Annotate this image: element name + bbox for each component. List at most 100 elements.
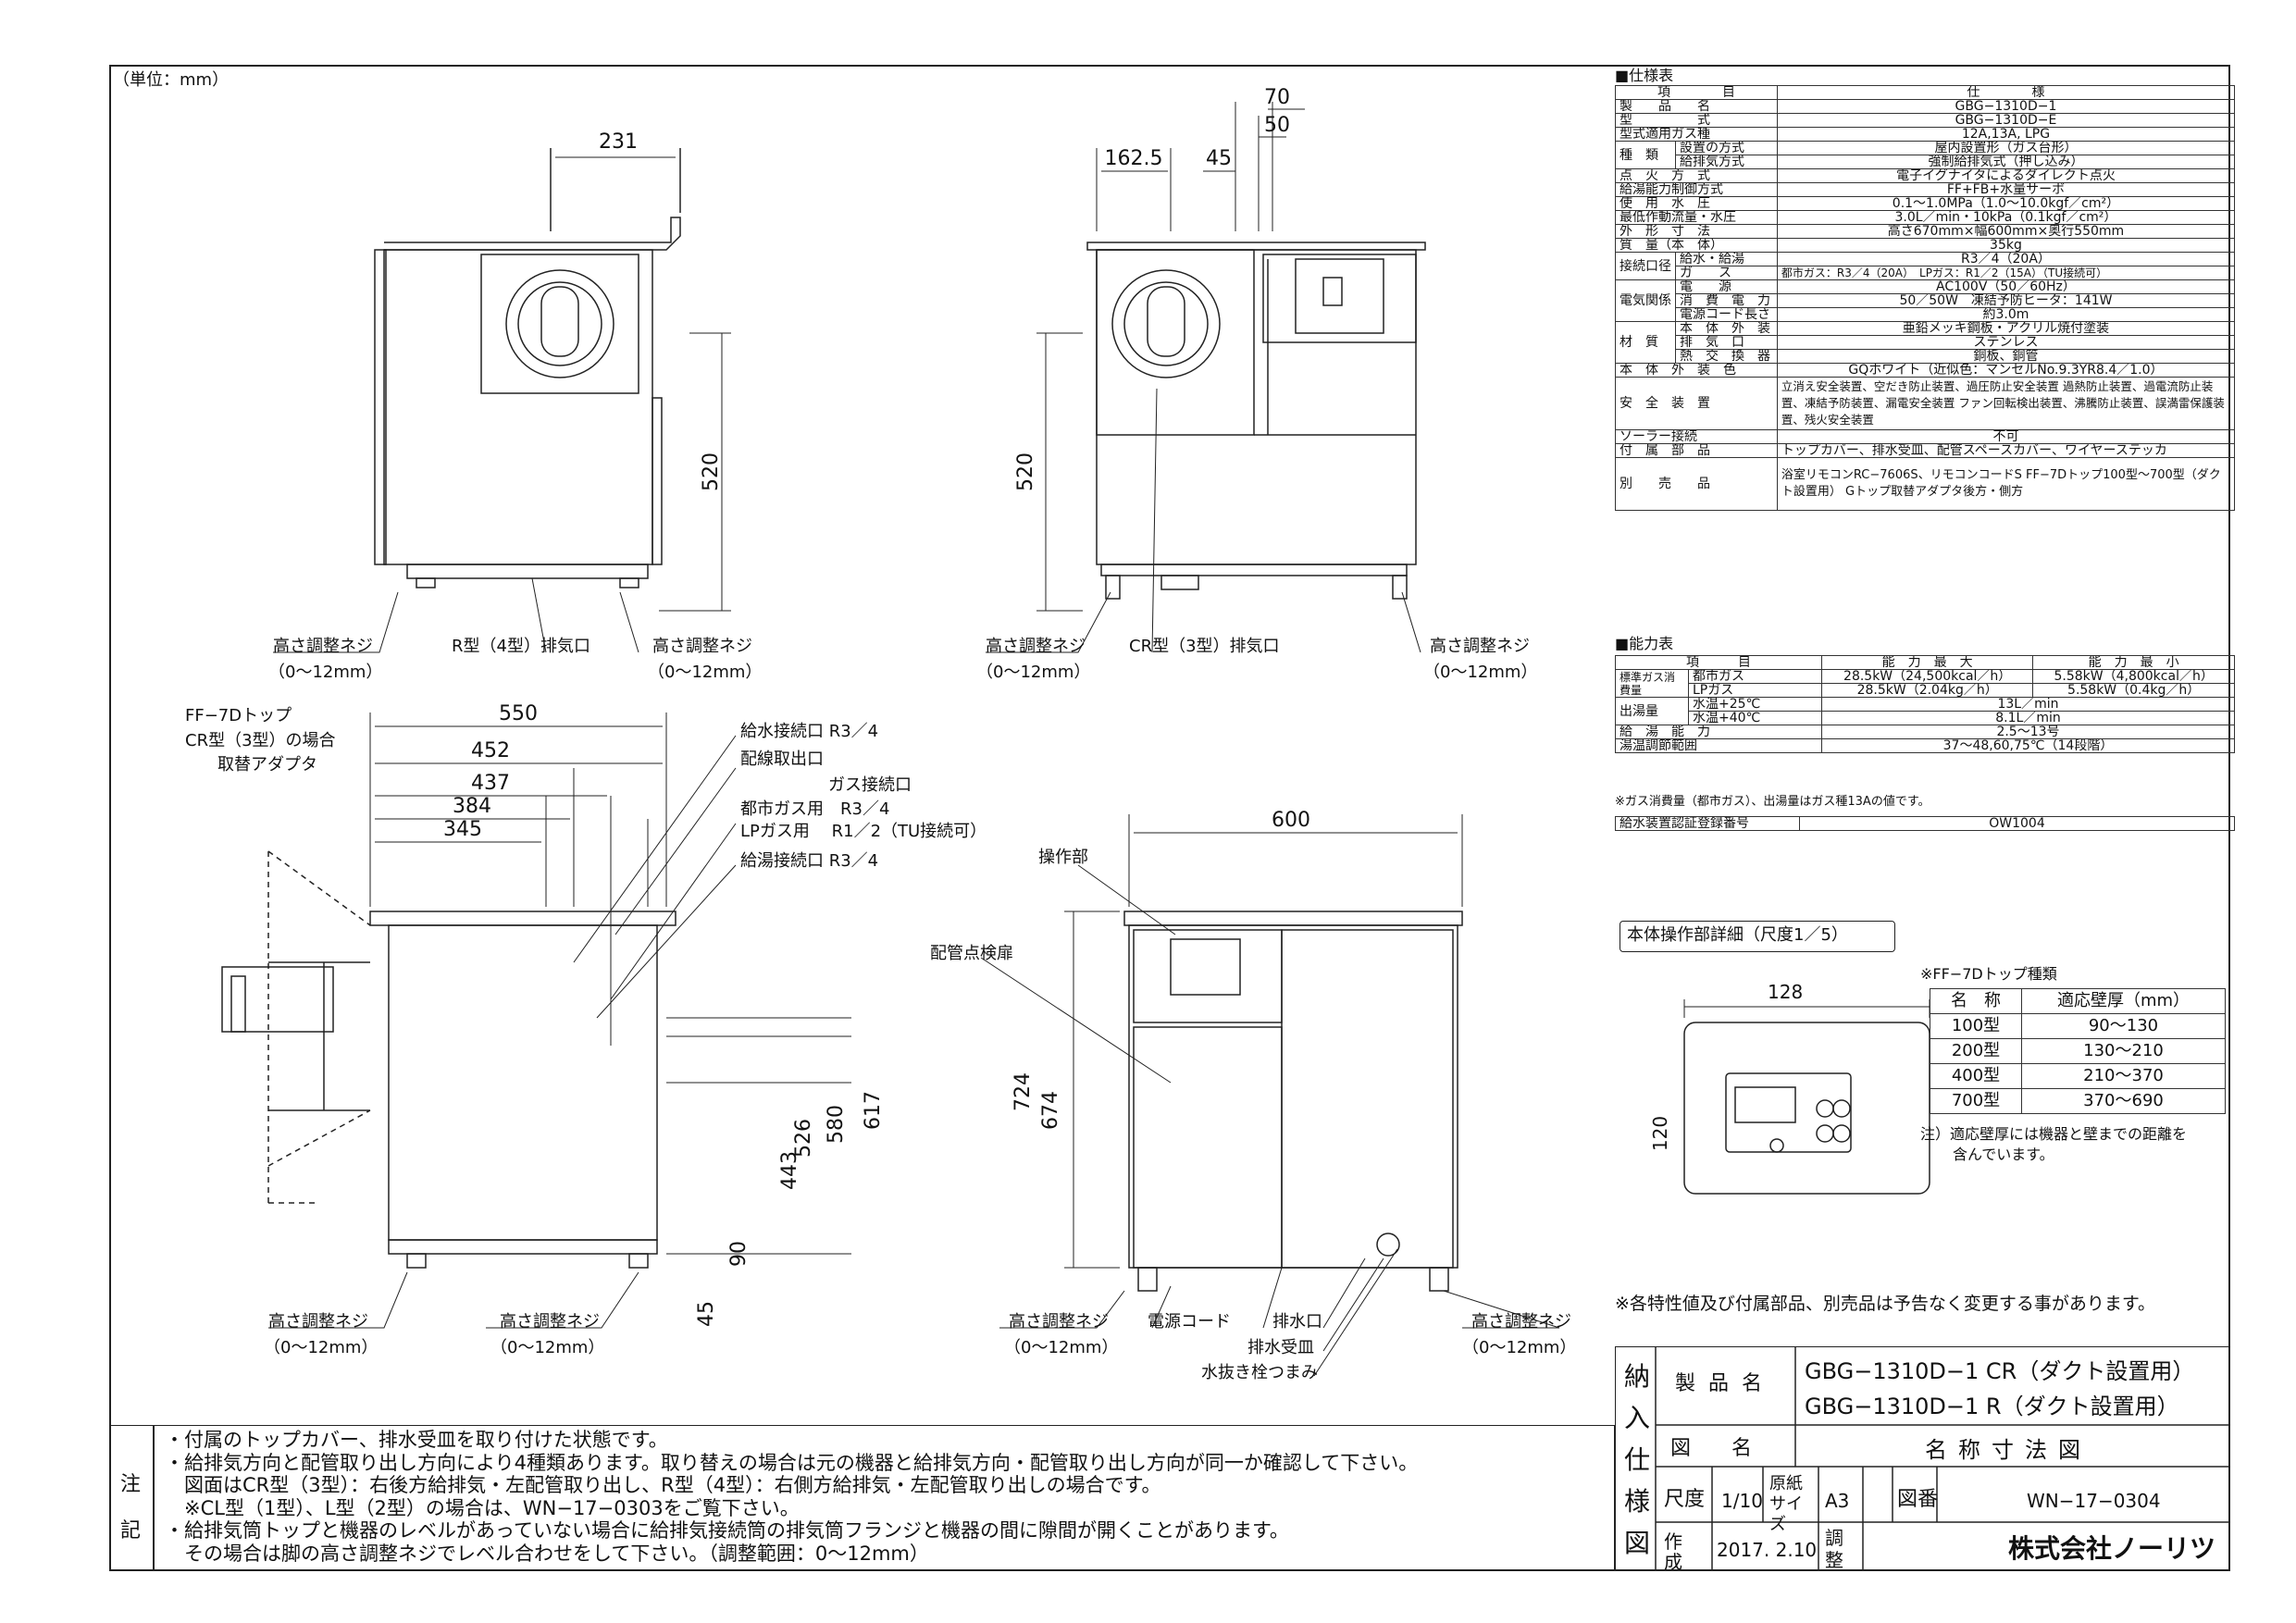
spec-heading: ■仕様表 [1615, 67, 1674, 84]
dim-90: 90 [727, 1241, 751, 1267]
dim-384: 384 [453, 795, 491, 818]
callout-drain-plug: 水抜き栓つまみ [1201, 1363, 1318, 1382]
front-view-cr [1036, 102, 1426, 612]
callout-ff-adapter: 取替アダプタ [217, 755, 317, 774]
table-row: 質 量（本 体）35kg [1615, 238, 2236, 253]
callout-adj-range-7: （0〜12mm） [1004, 1338, 1119, 1357]
callout-adj-screw-5: 高さ調整ネジ [268, 1312, 368, 1332]
table-row: 外 形 寸 法高さ670mm×幅600mm×奥行550mm [1615, 224, 2236, 239]
table-row: 給排気方式強制給排気式（押し込み） [1616, 155, 2236, 169]
spec-header-row: 項 目 仕 様 [1615, 85, 2236, 100]
callout-op-unit: 操作部 [1038, 848, 1088, 867]
note-line: ・給排気方向と配管取り出し方向により4種類あります。取り替えの場合は元の機器と給… [165, 1451, 1419, 1474]
spec-col-item: 項 目 [1615, 85, 1778, 100]
side-view-ducts [221, 712, 851, 1269]
notes-box [109, 1425, 1615, 1571]
dim-520-b: 520 [1014, 452, 1037, 491]
callout-adj-range-5: （0〜12mm） [264, 1338, 379, 1357]
dim-452: 452 [471, 739, 510, 762]
callout-gas-lp: LPガス用 R1／2（TU接続可） [740, 822, 987, 841]
ff-table-title: ※FF−7Dトップ種類 [1920, 965, 2057, 983]
front-view-lower [1064, 814, 1463, 1292]
ff-note-1: 注）適応壁厚には機器と壁までの距離を [1920, 1125, 2188, 1143]
dim-45-b: 45 [695, 1301, 718, 1327]
side-view-r [374, 148, 731, 612]
dim-526: 526 [792, 1119, 815, 1158]
dim-231: 231 [599, 130, 638, 154]
capacity-heading: ■能力表 [1615, 635, 1674, 652]
prod-name-2: GBG−1310D−1 R（ダクト設置用） [1805, 1394, 2179, 1419]
dim-437: 437 [471, 772, 510, 795]
callout-adj-range-3: （0〜12mm） [976, 663, 1091, 682]
fig-value: 名称寸法図 [1925, 1437, 2091, 1463]
panel-detail-title-box [1620, 921, 1895, 952]
adj-label: 調整 [1825, 1527, 1843, 1571]
unit-label: （単位：mm） [113, 70, 230, 90]
callout-adj-range-8: （0〜12mm） [1462, 1338, 1577, 1357]
table-row: 安 全 装 置立消え安全装置、空だき防止装置、過圧防止安全装置 過熱防止装置、過… [1615, 377, 2236, 430]
drawing-views: 231 520 162.5 45 70 50 520 550 452 437 3… [221, 86, 1560, 1377]
title-block-grid [1655, 1346, 2230, 1571]
callout-adj-screw-2: 高さ調整ネジ [652, 637, 752, 656]
dim-443: 443 [778, 1151, 801, 1190]
paper-label: 原紙サイズ [1769, 1474, 1803, 1534]
callout-gas: ガス接続口 [828, 775, 912, 795]
callout-ff-cr: CR型（3型）の場合 [185, 731, 336, 750]
notes-label: 注記 [120, 1473, 142, 1542]
callout-adj-screw-7: 高さ調整ネジ [1009, 1312, 1109, 1332]
fig-label: 図 名 [1670, 1437, 1753, 1460]
table-row: 熱 交 換 器銅板、銅管 [1616, 349, 2236, 364]
table-row: 別 売 品浴室リモコンRC−7606S、リモコンコードS FF−7Dトップ100… [1615, 457, 2236, 511]
note-line: ※CL型（1型）、L型（2型）の場合は、WN−17−0303をご覧下さい。 [165, 1496, 800, 1519]
table-row: 点 火 方 式電子イグナイタによるダイレクト点火 [1615, 168, 2236, 183]
num-label: 図番 [1897, 1488, 1939, 1511]
table-row: 付 属 部 品トップカバー、排水受皿、配管スペースカバー、ワイヤーステッカ [1615, 443, 2236, 458]
dim-674: 674 [1039, 1091, 1062, 1130]
dim-345: 345 [443, 818, 482, 841]
dim-50: 50 [1264, 114, 1290, 137]
callout-adj-range-4: （0〜12mm） [1423, 663, 1538, 682]
note-line: その場合は脚の高さ調整ネジでレベル合わせをして下さい。（調整範囲：0〜12mm） [165, 1542, 929, 1565]
callout-adj-screw-6: 高さ調整ネジ [500, 1312, 600, 1332]
spec-col-spec: 仕 様 [1776, 85, 2236, 100]
notes-lines: ・付属のトップカバー、排水受皿を取り付けた状態です。 ・給排気方向と配管取り出し… [165, 1429, 1418, 1565]
callout-hot-out: 給湯接続口 R3／4 [740, 851, 879, 871]
note-line: ・給排気筒トップと機器のレベルがあっていない場合に給排気接続筒の排気筒フランジと… [165, 1519, 1289, 1542]
callout-wiring: 配線取出口 [740, 750, 824, 769]
paper-value: A3 [1825, 1490, 1850, 1512]
note-line: ・付属のトップカバー、排水受皿を取り付けた状態です。 [165, 1429, 668, 1451]
dim-600: 600 [1272, 809, 1310, 832]
capacity-header-row: 項 目 能 力 最 大 能 力 最 小 [1615, 655, 2235, 670]
callout-adj-screw-8: 高さ調整ネジ [1471, 1312, 1571, 1332]
table-row: ガ ス都市ガス：R3／4（20A） LPガス：R1／2（15A）（TU接続可） [1616, 266, 2236, 280]
panel-dim-128: 128 [1768, 981, 1804, 1003]
prod-name-1: GBG−1310D−1 CR（ダクト設置用） [1805, 1358, 2195, 1384]
num-value: WN−17−0304 [2027, 1490, 2161, 1512]
prod-label: 製品名 [1675, 1372, 1776, 1395]
table-row: 材 質本 体 外 装亜鉛メッキ鋼板・アクリル焼付塗装 [1615, 321, 2236, 364]
made-label: 作成 [1664, 1530, 1682, 1573]
callout-r-exhaust: R型（4型）排気口 [452, 637, 590, 656]
title-vert: 納入仕様図 [1624, 1361, 1651, 1558]
table-row: 種 類設置の方式屋内設置形（ガス台形） [1615, 141, 2236, 169]
ff-note-2: 含んでいます。 [1953, 1146, 2054, 1163]
dim-580: 580 [825, 1105, 848, 1144]
